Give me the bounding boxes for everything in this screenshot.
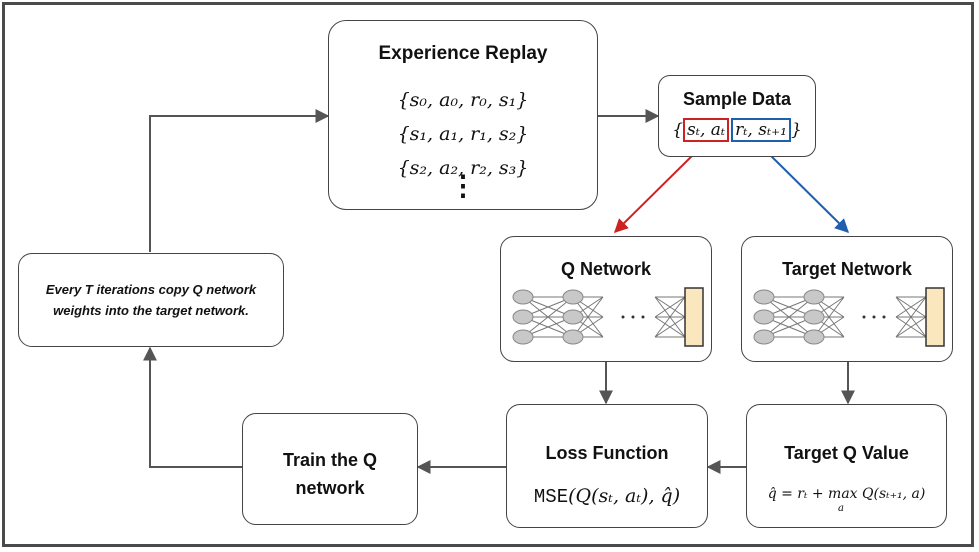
neural-network-icon [753,287,945,347]
replay-row: {s₁, a₁, r₁, s₂} [397,123,529,145]
mse-label: MSE [533,486,569,508]
close-brace: } [790,120,802,140]
open-brace: { [672,120,684,140]
sample-data-title: Sample Data [682,89,792,109]
train-q-network-title: Train the Q network [282,450,378,498]
target-q-value-box: Target Q Value q̂ = rₜ + max Q(sₜ₊₁, a) … [746,404,947,528]
arrow-copy-to-replay [149,109,330,252]
target-network-box: Target Network [741,236,953,362]
loss-function-box: Loss Function MSE(Q(sₜ, aₜ), q̂) [506,404,708,528]
replay-ellipsis: ⋮ [449,170,477,201]
q-network-box: Q Network [500,236,712,362]
arrow-sample-to-targetnetwork [764,149,849,233]
neural-network-icon [512,287,704,347]
target-network-title: Target Network [782,259,912,279]
state-action-group: sₜ, aₜ [683,118,730,142]
copy-weights-note-box: Every T iterations copy Q network weight… [18,253,284,347]
arrow-train-to-copy [143,346,242,468]
loss-function-title: Loss Function [545,443,669,463]
target-q-formula: q̂ = rₜ + max Q(sₜ₊₁, a) [767,486,926,502]
loss-args: (Q(sₜ, aₜ), q̂) [568,485,681,507]
experience-replay-box: Experience Replay {s₀, a₀, r₀, s₁} {s₁, … [328,20,598,210]
replay-row: {s₀, a₀, r₀, s₁} [397,89,529,111]
target-q-formula-wrap: q̂ = rₜ + max Q(sₜ₊₁, a) [747,485,946,502]
replay-row: {s₂, a₂, r₂, s₃} [397,157,529,179]
copy-weights-note-text: Every T iterations copy Q network weight… [45,282,257,318]
max-subscript: a [838,503,844,514]
target-q-value-title: Target Q Value [784,443,909,463]
loss-expression: MSE(Q(sₜ, aₜ), q̂) [507,485,707,508]
reward-nextstate-group: rₜ, sₜ₊₁ [731,118,791,142]
experience-replay-title: Experience Replay [378,43,548,64]
q-network-title: Q Network [560,259,652,279]
arrow-sample-to-qnetwork [614,149,699,233]
train-q-network-box: Train the Q network [242,413,418,525]
